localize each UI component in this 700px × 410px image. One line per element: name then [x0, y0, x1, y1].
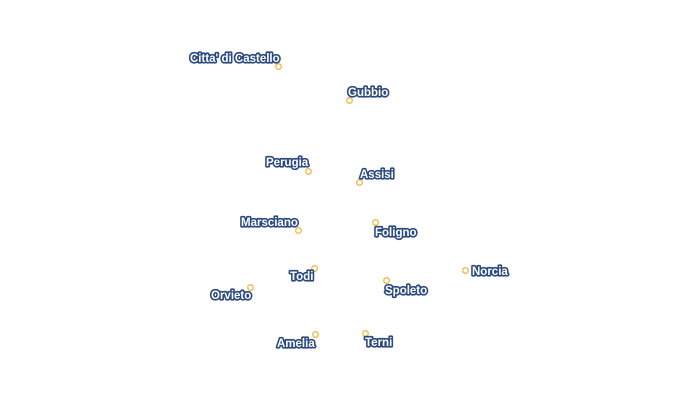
town-label: Orvieto	[211, 290, 251, 302]
town-amelia[interactable]: Amelia	[275, 331, 319, 352]
town-marker-icon	[295, 227, 302, 234]
town-label: Marsciano	[241, 217, 298, 229]
town-gubbio[interactable]: Gubbio	[346, 85, 390, 104]
town-marsciano[interactable]: Marsciano	[239, 215, 302, 234]
town-spoleto[interactable]: Spoleto	[383, 277, 429, 299]
town-marker-icon	[305, 168, 312, 175]
town-terni[interactable]: Terni	[362, 330, 394, 351]
town-marker-icon	[383, 277, 390, 284]
town-label: Gubbio	[348, 87, 388, 99]
town-todi[interactable]: Todi	[288, 265, 318, 285]
town-marker-icon	[462, 267, 469, 274]
town-citta-di-castello[interactable]: Citta' di Castello	[188, 51, 282, 70]
town-marker-icon	[372, 219, 379, 226]
town-marker-icon	[356, 179, 363, 186]
town-marker-icon	[312, 331, 319, 338]
town-orvieto[interactable]: Orvieto	[209, 284, 254, 304]
town-label: Amelia	[277, 338, 315, 350]
town-marker-icon	[346, 97, 353, 104]
town-label: Spoleto	[385, 285, 427, 297]
town-marker-icon	[362, 330, 369, 337]
town-marker-icon	[311, 265, 318, 272]
town-label: Citta' di Castello	[190, 53, 280, 65]
town-label: Todi	[290, 271, 313, 283]
town-assisi[interactable]: Assisi	[356, 167, 395, 186]
town-foligno[interactable]: Foligno	[372, 219, 418, 241]
town-marker-icon	[275, 63, 282, 70]
town-perugia[interactable]: Perugia	[264, 155, 312, 175]
town-label: Terni	[365, 337, 392, 349]
town-label: Foligno	[375, 227, 417, 239]
town-label: Norcia	[472, 266, 508, 278]
town-norcia[interactable]: Norcia	[462, 264, 510, 280]
town-marker-icon	[247, 284, 254, 291]
town-label: Perugia	[266, 157, 309, 169]
town-label: Assisi	[360, 169, 394, 181]
